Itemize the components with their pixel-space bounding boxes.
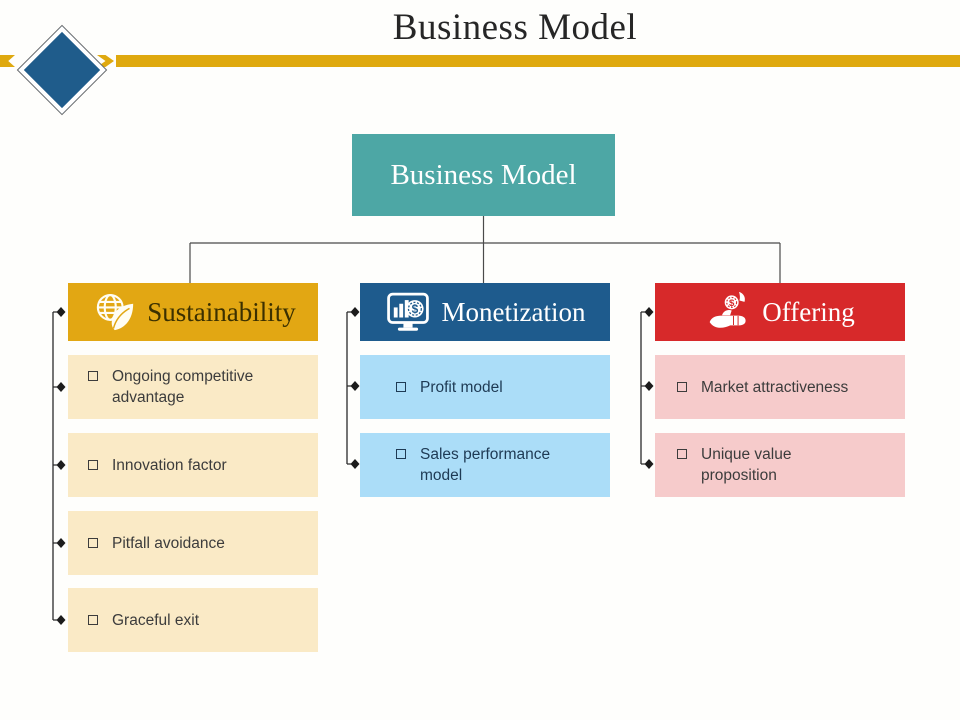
root-node: Business Model [352, 134, 615, 216]
list-item: Profit model [360, 355, 610, 419]
list-item: Graceful exit [68, 588, 318, 652]
item-text: Pitfall avoidance [112, 534, 225, 552]
list-item: Unique value proposition [655, 433, 905, 497]
list-item: Innovation factor [68, 433, 318, 497]
square-bullet-icon [88, 614, 98, 625]
branch-label: Monetization [441, 296, 586, 327]
item-text: Unique value proposition [701, 446, 792, 484]
item-text: Profit model [420, 378, 503, 396]
square-bullet-icon [88, 371, 98, 381]
item-text: Innovation factor [112, 456, 227, 474]
item-text: Sales performance model [420, 446, 551, 484]
square-bullet-icon [677, 449, 687, 459]
branch-header-sustainability: Sustainability [68, 283, 318, 341]
square-bullet-icon [677, 381, 687, 392]
globe-leaf-icon [90, 290, 136, 334]
item-text: Ongoing competitive advantage [112, 368, 254, 406]
branch-label: Sustainability [147, 296, 296, 327]
accent-band-chevron [97, 55, 114, 67]
branch-offering: $ Offering Market attractiveness Unique … [655, 283, 905, 655]
list-item: Ongoing competitive advantage [68, 355, 318, 419]
item-text: Graceful exit [112, 611, 200, 629]
root-node-label: Business Model [390, 158, 577, 191]
accent-band [116, 55, 960, 67]
square-bullet-icon [88, 459, 98, 470]
item-text: Market attractiveness [701, 378, 849, 396]
svg-text:$: $ [411, 302, 418, 316]
square-bullet-icon [88, 537, 98, 548]
branch-sustainability: Sustainability Ongoing competitive advan… [68, 283, 318, 655]
monitor-chart-dollar-icon: $ [385, 290, 431, 334]
branch-header-offering: $ Offering [655, 283, 905, 341]
page-title: Business Model [392, 7, 638, 48]
branch-header-monetization: $ Monetization [360, 283, 610, 341]
list-item: Sales performance model [360, 433, 610, 497]
branch-label: Offering [762, 296, 855, 327]
list-item: Market attractiveness [655, 355, 905, 419]
list-item: Pitfall avoidance [68, 511, 318, 575]
svg-text:$: $ [729, 298, 735, 309]
branch-monetization: $ Monetization Profit model Sales perfor… [360, 283, 610, 655]
square-bullet-icon [396, 381, 406, 392]
hand-offering-icon: $ [705, 290, 751, 334]
accent-band-left-end [0, 55, 15, 67]
square-bullet-icon [396, 449, 406, 459]
